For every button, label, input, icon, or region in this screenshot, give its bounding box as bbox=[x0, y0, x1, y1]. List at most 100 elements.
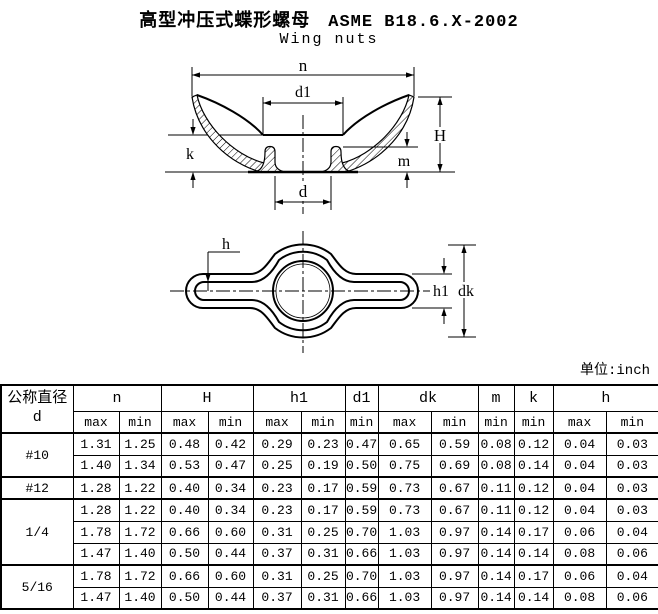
cell: 1.34 bbox=[118, 454, 162, 478]
cell: 1.40 bbox=[72, 454, 120, 478]
cell: 0.12 bbox=[513, 432, 554, 456]
nominal-diameter-symbol: d bbox=[32, 409, 42, 426]
cell: 0.73 bbox=[377, 476, 432, 500]
cell: 0.19 bbox=[300, 454, 346, 478]
cell: 0.17 bbox=[513, 520, 554, 544]
cell: 0.37 bbox=[252, 542, 302, 566]
cell: 1.03 bbox=[377, 542, 432, 566]
cell: 0.66 bbox=[344, 542, 379, 566]
cell: 0.14 bbox=[477, 542, 515, 566]
sub-header: max bbox=[552, 411, 607, 434]
dim-label-h: h bbox=[222, 236, 230, 253]
sub-header: min bbox=[207, 411, 254, 434]
cell: 0.34 bbox=[207, 476, 254, 500]
cell: 1.47 bbox=[72, 542, 120, 566]
cell: 1.28 bbox=[72, 476, 120, 500]
cell: 0.47 bbox=[344, 432, 379, 456]
cell: 0.12 bbox=[513, 498, 554, 522]
cell: 0.70 bbox=[344, 564, 379, 588]
cell: 0.06 bbox=[552, 564, 607, 588]
dim-label-d1: d1 bbox=[295, 84, 311, 101]
cell: 1.78 bbox=[72, 520, 120, 544]
dim-label-m: m bbox=[398, 153, 411, 170]
cell: 0.14 bbox=[513, 454, 554, 478]
unit-label: 单位:inch bbox=[579, 363, 650, 379]
cell: 0.97 bbox=[430, 586, 479, 610]
dimension-m bbox=[343, 132, 418, 188]
cell: 0.40 bbox=[160, 498, 209, 522]
cell: 0.11 bbox=[477, 476, 515, 500]
cell: 0.12 bbox=[513, 476, 554, 500]
sub-header: min bbox=[513, 411, 554, 434]
dimension-d1 bbox=[262, 97, 344, 134]
cell: 0.04 bbox=[552, 432, 607, 456]
left-wing-top-edge bbox=[196, 94, 264, 136]
dimension-d bbox=[274, 176, 332, 210]
col-header-d1: d1 bbox=[344, 384, 379, 412]
cell: 0.75 bbox=[377, 454, 432, 478]
size-label-5-16: 5/16 bbox=[0, 564, 74, 610]
cell: 0.65 bbox=[377, 432, 432, 456]
nominal-diameter-label: 公称直径 bbox=[7, 390, 68, 408]
cell: 0.60 bbox=[207, 564, 254, 588]
cell: 0.31 bbox=[300, 586, 346, 610]
cell: 1.72 bbox=[118, 520, 162, 544]
col-header-nominal-diameter: 公称直径 d bbox=[0, 384, 74, 434]
cell: 0.42 bbox=[207, 432, 254, 456]
cell: 0.23 bbox=[252, 476, 302, 500]
cell: 0.59 bbox=[430, 432, 479, 456]
sub-header: min bbox=[118, 411, 162, 434]
size-label-1-4: 1/4 bbox=[0, 498, 74, 566]
cell: 0.34 bbox=[207, 498, 254, 522]
cell: 0.50 bbox=[160, 586, 209, 610]
cell: 0.97 bbox=[430, 542, 479, 566]
cell: 1.72 bbox=[118, 564, 162, 588]
cell: 1.25 bbox=[118, 432, 162, 456]
left-wing-section bbox=[191, 94, 265, 173]
col-header-k: k bbox=[513, 384, 554, 412]
header-row-subs: max min max min max min min max min min … bbox=[1, 411, 658, 434]
cell: 1.78 bbox=[72, 564, 120, 588]
dim-label-H: H bbox=[434, 126, 446, 145]
cell: 0.25 bbox=[300, 564, 346, 588]
dim-label-d: d bbox=[299, 182, 308, 201]
dimension-k bbox=[190, 119, 196, 188]
page-subtitle: Wing nuts bbox=[279, 31, 379, 48]
cell: 0.03 bbox=[605, 432, 658, 456]
dim-label-n: n bbox=[299, 56, 308, 75]
cell: 0.50 bbox=[160, 542, 209, 566]
cell: 0.53 bbox=[160, 454, 209, 478]
cell: 0.70 bbox=[344, 520, 379, 544]
cell: 1.03 bbox=[377, 564, 432, 588]
col-header-n: n bbox=[72, 384, 162, 412]
cell: 0.25 bbox=[300, 520, 346, 544]
col-header-h: h bbox=[552, 384, 658, 412]
cell: 0.69 bbox=[430, 454, 479, 478]
cell: 0.60 bbox=[207, 520, 254, 544]
sub-header: min bbox=[477, 411, 515, 434]
col-header-dk: dk bbox=[377, 384, 479, 412]
title-chinese: 高型冲压式蝶形螺母 bbox=[139, 12, 311, 32]
cell: 0.03 bbox=[605, 498, 658, 522]
cell: 0.59 bbox=[344, 476, 379, 500]
collar-right-wall bbox=[322, 145, 351, 173]
cell: 0.44 bbox=[207, 586, 254, 610]
cell: 0.08 bbox=[552, 542, 607, 566]
cell: 0.97 bbox=[430, 520, 479, 544]
right-wing-top-edge bbox=[342, 94, 410, 136]
cell: 0.31 bbox=[252, 520, 302, 544]
cell: 0.97 bbox=[430, 564, 479, 588]
header-row-groups: 公称直径 d n H h1 d1 dk m k h bbox=[0, 384, 658, 434]
cell: 0.23 bbox=[300, 432, 346, 456]
sub-header: max bbox=[160, 411, 209, 434]
front-view: n d1 H bbox=[165, 56, 455, 214]
cell: 1.47 bbox=[72, 586, 120, 610]
dimension-h bbox=[205, 251, 240, 291]
